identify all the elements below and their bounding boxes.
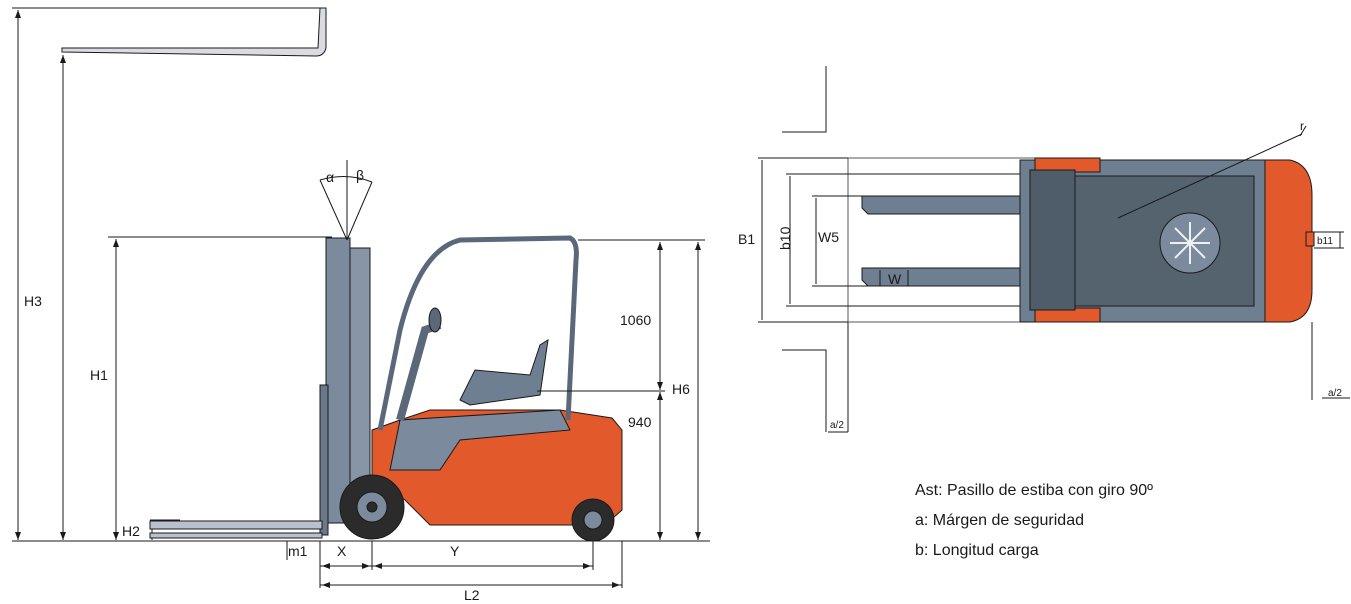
label-m1: m1 — [288, 543, 308, 559]
label-alpha: α — [326, 169, 334, 185]
steering-column — [396, 321, 442, 422]
label-h3: H3 — [24, 293, 42, 309]
steering-wheel — [428, 307, 442, 333]
label-beta: β — [356, 167, 364, 183]
fork-carriage — [319, 384, 329, 536]
side-view — [12, 7, 710, 588]
seat — [459, 339, 549, 406]
label-a-half-right: a/2 — [1328, 388, 1342, 399]
label-b11: b11 — [1317, 236, 1333, 247]
mast-inner — [349, 247, 371, 511]
cab-frame — [377, 235, 579, 431]
label-y: Y — [450, 543, 460, 559]
label-w5: W5 — [818, 229, 839, 245]
counterweight — [1264, 159, 1313, 323]
legend-ast: Ast: Pasillo de estiba con giro 90º — [915, 482, 1153, 499]
fork-left — [861, 195, 1021, 215]
label-h1: H1 — [90, 367, 108, 383]
fork-right — [861, 267, 1021, 287]
label-h6: H6 — [672, 381, 690, 397]
label-b10: b10 — [777, 226, 793, 250]
label-seat-height: 940 — [628, 414, 652, 430]
mast-outer — [325, 237, 351, 524]
label-x: X — [337, 543, 347, 559]
legend-a: a: Márgen de seguridad — [915, 512, 1084, 529]
label-a-half-left: a/2 — [830, 420, 844, 431]
label-l2: L2 — [464, 587, 480, 603]
aisle-corner-bottom — [782, 349, 827, 432]
label-w: W — [888, 271, 902, 287]
label-cab-height: 1060 — [620, 312, 651, 328]
label-h2: H2 — [122, 523, 140, 539]
label-b1: B1 — [738, 231, 755, 247]
top-view — [758, 66, 1350, 433]
lower-fork — [149, 520, 323, 530]
raised-fork — [61, 7, 327, 57]
label-r: r — [1300, 119, 1304, 133]
legend-b: b: Longitud carga — [915, 542, 1039, 559]
aisle-corner-top — [782, 66, 827, 133]
